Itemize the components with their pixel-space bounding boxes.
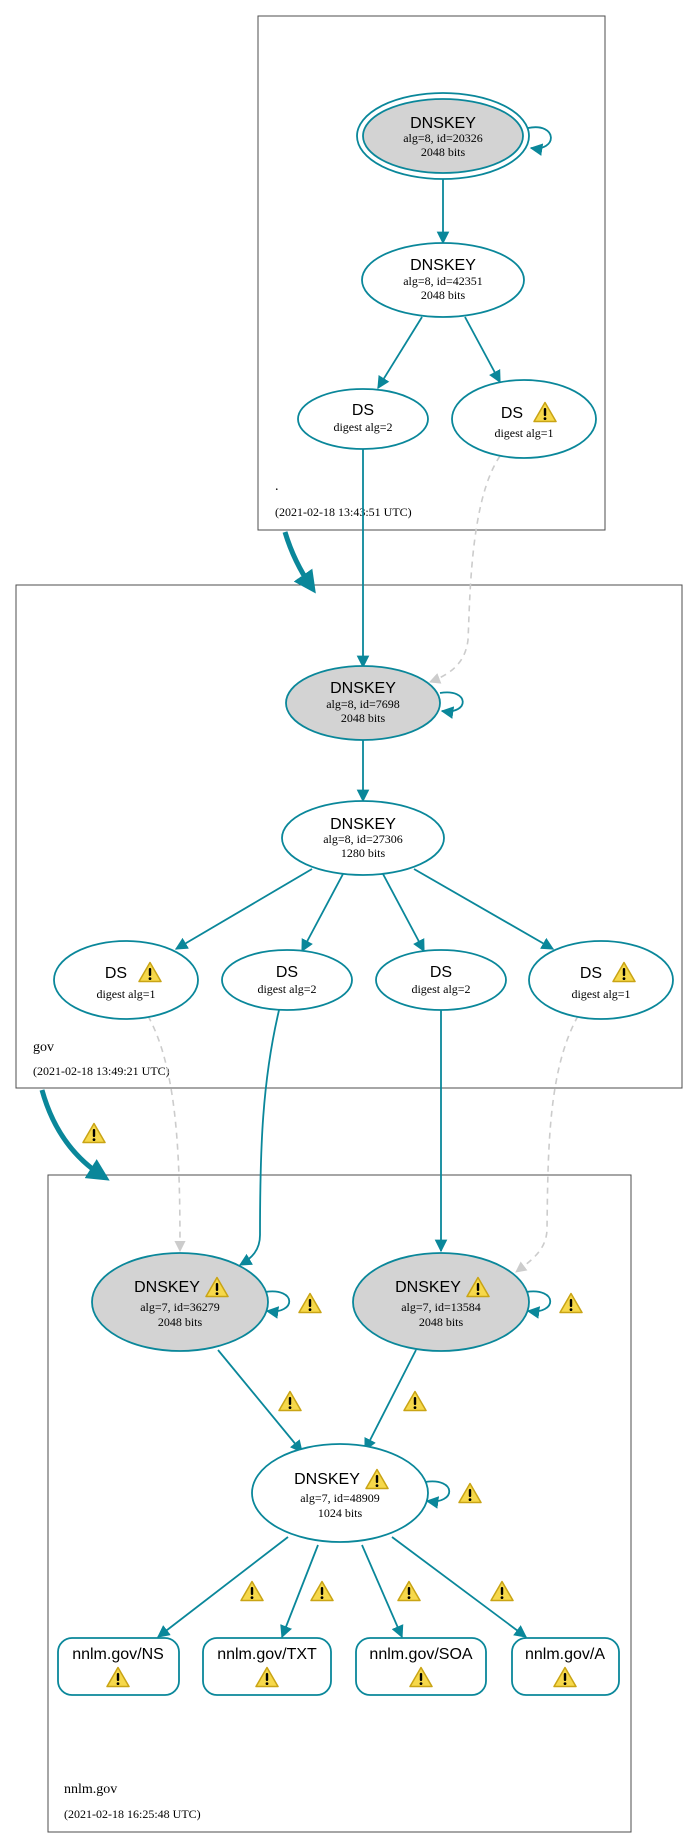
edge-gov_ds_a-nnlm_ksk1	[147, 1015, 186, 1253]
node-gov_zsk-title: DNSKEY	[330, 816, 396, 833]
edge-nnlm_zsk-rr_txt	[280, 1544, 319, 1639]
node-rr_txt[interactable]: nnlm.gov/TXT	[202, 1637, 332, 1696]
node-gov_zsk[interactable]: DNSKEY alg=8, id=27306 1280 bits	[281, 800, 445, 876]
node-gov_ds_d-line1: digest alg=1	[571, 987, 630, 1001]
edge-root_ds1-gov_ksk	[428, 455, 501, 684]
node-root_zsk-line2: 2048 bits	[421, 288, 466, 302]
zone-nnlm-name: nnlm.gov	[64, 1782, 117, 1797]
edge-nnlm_zsk-rr_ns	[157, 1536, 289, 1638]
node-nnlm_zsk-line1: alg=7, id=48909	[300, 1491, 380, 1505]
node-nnlm_ksk2-title: DNSKEY	[395, 1279, 461, 1296]
node-gov_ds_c-line1: digest alg=2	[411, 982, 470, 996]
zone-root-timestamp: (2021-02-18 13:43:51 UTC)	[275, 505, 412, 519]
node-root_zsk-line1: alg=8, id=42351	[403, 274, 483, 288]
node-gov_ds_a[interactable]: DS digest alg=1	[53, 940, 199, 1020]
edge-gov_zsk-gov_ds_c	[382, 873, 425, 953]
node-rr_ns[interactable]: nnlm.gov/NS	[57, 1637, 180, 1696]
node-root_zsk[interactable]: DNSKEY alg=8, id=42351 2048 bits	[361, 242, 525, 318]
node-root_ksk-title: DNSKEY	[410, 115, 476, 132]
node-gov_ds_d[interactable]: DS digest alg=1	[528, 940, 674, 1020]
node-nnlm_zsk-line2: 1024 bits	[318, 1506, 363, 1520]
node-nnlm_ksk1[interactable]: DNSKEY alg=7, id=36279 2048 bits	[91, 1252, 269, 1352]
node-rr_soa-label: nnlm.gov/SOA	[369, 1646, 472, 1663]
edge-gov_ds_d-nnlm_ksk2	[515, 1015, 579, 1273]
node-gov_ds_b-title: DS	[276, 964, 298, 981]
node-gov_ds_c-title: DS	[430, 964, 452, 981]
edge-root_zsk-root_ds1	[464, 316, 501, 384]
node-rr_a[interactable]: nnlm.gov/A	[511, 1637, 620, 1696]
node-gov_ksk-title: DNSKEY	[330, 680, 396, 697]
node-nnlm_ksk2-line2: 2048 bits	[419, 1315, 464, 1329]
node-root_ds1-title: DS	[501, 405, 523, 422]
node-rr_txt-label: nnlm.gov/TXT	[217, 1646, 317, 1663]
node-root_ksk-line2: 2048 bits	[421, 145, 466, 159]
delegation-root-to-gov	[282, 531, 316, 594]
node-gov_ds_a-line1: digest alg=1	[96, 987, 155, 1001]
zone-gov-timestamp: (2021-02-18 13:49:21 UTC)	[33, 1064, 170, 1078]
node-gov_ksk-line2: 2048 bits	[341, 711, 386, 725]
self-loop-nnlm_ksk2	[525, 1290, 552, 1319]
node-root_zsk-title: DNSKEY	[410, 257, 476, 274]
edge-nnlm_zsk-rr_soa	[361, 1544, 404, 1639]
edge-gov_zsk-gov_ds_d	[413, 868, 555, 950]
edge-gov_ds_b-nnlm_ksk1	[238, 1005, 281, 1266]
node-nnlm_ksk1-line1: alg=7, id=36279	[140, 1300, 220, 1314]
node-gov_ds_b-line1: digest alg=2	[257, 982, 316, 996]
node-nnlm_ksk1-line2: 2048 bits	[158, 1315, 203, 1329]
node-root_ds1-line1: digest alg=1	[494, 426, 553, 440]
edge-gov_zsk-gov_ds_b	[301, 873, 344, 953]
node-gov_ds_b[interactable]: DS digest alg=2	[221, 949, 353, 1011]
node-rr_ns-label: nnlm.gov/NS	[72, 1646, 164, 1663]
delegation-gov-to-nnlm	[39, 1089, 110, 1181]
node-gov_ds_a-title: DS	[105, 965, 127, 982]
node-rr_soa[interactable]: nnlm.gov/SOA	[355, 1637, 487, 1696]
zone-root-name: .	[275, 479, 279, 494]
edge-root_zsk-root_ds2	[377, 316, 423, 390]
self-loop-root_ksk	[527, 126, 552, 156]
self-loop-gov_ksk	[439, 691, 464, 719]
node-root_ds1[interactable]: DS digest alg=1	[451, 379, 597, 459]
node-rr_a-label: nnlm.gov/A	[525, 1646, 605, 1663]
node-nnlm_zsk[interactable]: DNSKEY alg=7, id=48909 1024 bits	[251, 1443, 429, 1543]
edge-nnlm_zsk-rr_a	[391, 1536, 528, 1638]
node-gov_ds_c[interactable]: DS digest alg=2	[375, 949, 507, 1011]
node-nnlm_zsk-title: DNSKEY	[294, 1471, 360, 1488]
node-nnlm_ksk1-title: DNSKEY	[134, 1279, 200, 1296]
edge-nnlm_ksk2-nnlm_zsk	[364, 1349, 417, 1452]
zone-nnlm-timestamp: (2021-02-18 16:25:48 UTC)	[64, 1807, 201, 1821]
node-root_ds2-title: DS	[352, 402, 374, 419]
node-gov_ksk[interactable]: DNSKEY alg=8, id=7698 2048 bits	[285, 665, 441, 741]
node-gov_zsk-line1: alg=8, id=27306	[323, 832, 403, 846]
node-nnlm_ksk2[interactable]: DNSKEY alg=7, id=13584 2048 bits	[352, 1252, 530, 1352]
node-root_ksk-line1: alg=8, id=20326	[403, 131, 483, 145]
node-root_ds2[interactable]: DS digest alg=2	[297, 388, 429, 450]
node-root_ksk[interactable]: DNSKEY alg=8, id=20326 2048 bits	[356, 92, 530, 180]
edge-nnlm_ksk1-nnlm_zsk	[217, 1349, 303, 1453]
node-gov_ksk-line1: alg=8, id=7698	[326, 697, 400, 711]
node-gov_zsk-line2: 1280 bits	[341, 846, 386, 860]
self-loop-nnlm_ksk1	[264, 1290, 291, 1319]
node-nnlm_ksk2-line1: alg=7, id=13584	[401, 1300, 481, 1314]
delegation-gov-to-nnlm-warning-icon	[82, 1122, 106, 1144]
node-gov_ds_d-title: DS	[580, 965, 602, 982]
zone-gov-name: gov	[33, 1040, 54, 1055]
self-loop-nnlm_zsk	[424, 1480, 451, 1509]
edge-gov_zsk-gov_ds_a	[174, 868, 313, 950]
node-root_ds2-line1: digest alg=2	[333, 420, 392, 434]
